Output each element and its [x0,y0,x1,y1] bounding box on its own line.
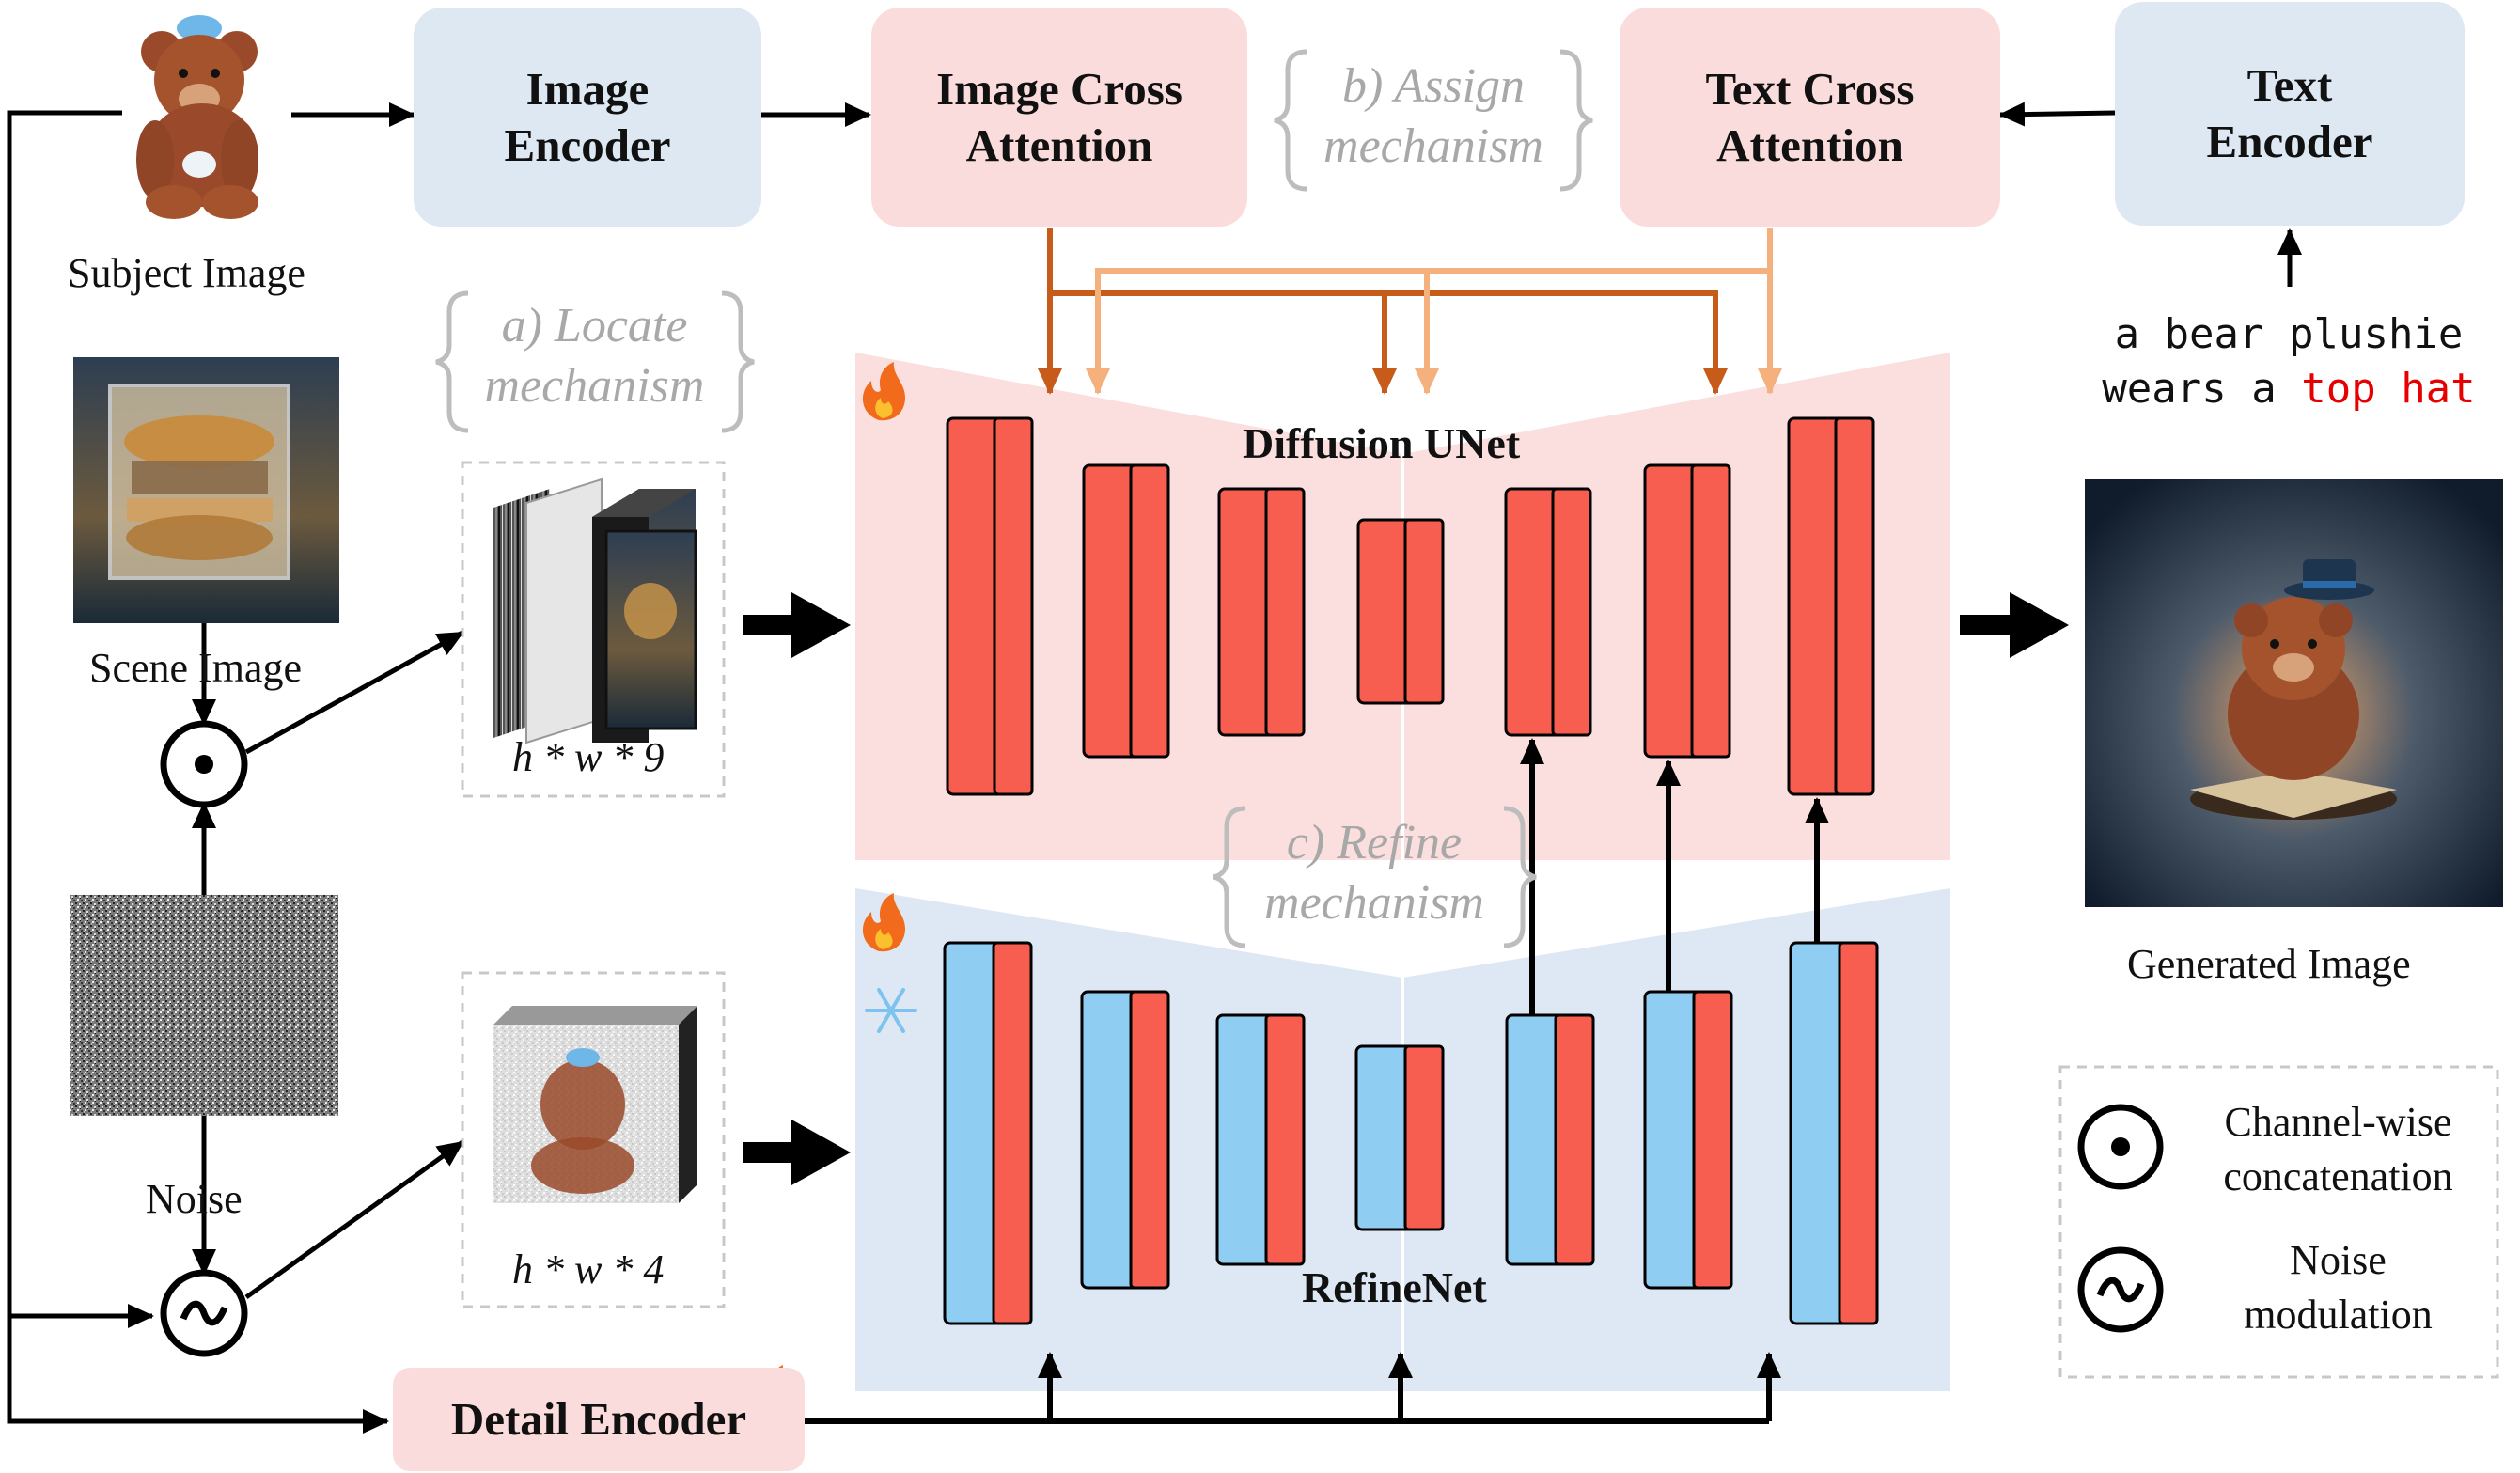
concat-operator [160,720,248,808]
legend-concat-label: Channel-wise concatenation [2223,1099,2453,1199]
left-flow [7,102,2302,1434]
noise-modulation-operator [160,1269,248,1357]
snowflake-icon [865,988,917,1033]
generated-image [2085,479,2503,907]
refine-feature-box [461,971,726,1308]
assign-arrows [1038,228,1782,395]
prompt-line-1: a bear plushie [2114,310,2464,358]
prompt-highlight: top hat [2301,365,2476,413]
noise-label: Noise [146,1176,243,1222]
prompt-line-2-prefix: wears a [2102,365,2302,413]
refine-mechanism-label: c) Refine mechanism [1264,816,1484,930]
text-cross-attention-box: Text Cross Attention [1620,8,2000,227]
prompt-line-2: wears a top hat [2096,362,2481,416]
flame-icon [862,362,905,421]
detail-encoder-arrows [804,1352,1781,1424]
big-arrows [743,592,2069,1185]
scene-stack-thumbnail [493,478,697,744]
generated-image-label: Generated Image [2127,941,2411,987]
noisy-subject-stack-thumbnail [493,1006,697,1203]
legend-box [2058,1065,2499,1379]
locate-mechanism-label: a) Locate mechanism [484,299,705,413]
flame-icon [862,893,905,952]
unet-blocks [946,416,1875,796]
legend-noise-symbol [2077,1246,2164,1333]
legend-concat-symbol [2077,1104,2164,1190]
refinenet-blocks [943,941,1879,1325]
assign-mechanism-label: b) Assign mechanism [1323,59,1543,173]
subject-image-bear [136,15,258,219]
locate-feature-box [461,461,726,798]
detail-encoder-box: Detail Encoder [393,1368,805,1471]
dimension-4-label: h * w * 4 [512,1246,665,1293]
refinenet-title: RefineNet [1302,1263,1487,1311]
text-encoder-box: Text Encoder [2115,2,2465,226]
text-prompt: a bear plushie wears a top hat [2096,307,2481,416]
brace-marks [435,49,1593,948]
noise-image [70,895,338,1116]
scene-image-label: Scene Image [89,645,302,691]
image-cross-attention-box: Image Cross Attention [871,8,1247,227]
dimension-9-label: h * w * 9 [512,734,665,780]
subject-image-label: Subject Image [68,250,305,296]
unet-title: Diffusion UNet [1243,419,1521,467]
image-encoder-box: Image Encoder [414,8,761,227]
scene-image [73,357,339,623]
legend-noise-label: Noise modulation [2244,1237,2433,1338]
